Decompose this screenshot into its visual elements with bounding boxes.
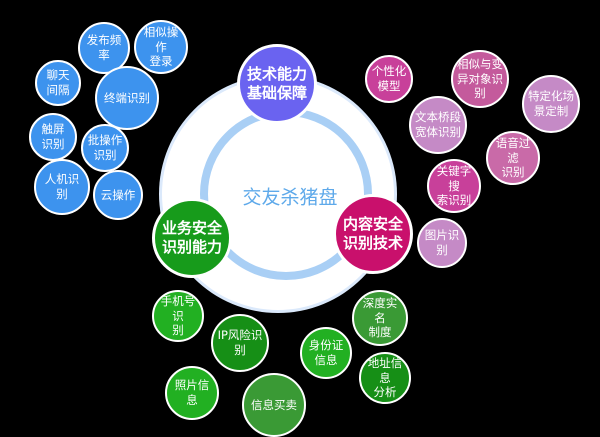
node-label: 批操作 (87, 133, 123, 148)
node-cloud-operation[interactable]: 云操作 (93, 170, 143, 220)
diagram-canvas: 交友杀猪盘 技术能力 基础保障 业务安全 识别能力 内容安全 识别技术 发布频率… (29, 20, 580, 437)
node-similar-variant-object[interactable]: 相似与变异对象识别 (451, 50, 509, 108)
node-label: 模型 (377, 79, 401, 93)
node-label: 间隔 (46, 83, 70, 97)
node-label: 识别 (93, 148, 117, 162)
node-label: 分析 (373, 385, 397, 400)
hub-business-line2: 识别能力 (161, 238, 222, 256)
node-label: 相似与变 (457, 56, 503, 71)
node-label: 率 (98, 48, 110, 62)
node-label: 别 (234, 343, 246, 357)
node-label: 照片信息 (174, 378, 210, 407)
hub-content-line2: 识别技术 (342, 234, 403, 252)
node-label: 识别 (501, 165, 525, 180)
node-photo-info[interactable]: 照片信息 (165, 366, 219, 420)
hub-tech-line1: 技术能力 (246, 64, 307, 83)
node-terminal-recognition[interactable]: 终端识别 (95, 66, 159, 130)
node-info-trading[interactable]: 信息买卖 (242, 373, 306, 437)
node-label: 触屏 (41, 122, 65, 137)
node-bot-detection[interactable]: 人机识别 (34, 159, 90, 215)
node-label: 异对象识 (457, 71, 503, 86)
node-label: 地址信息 (367, 355, 403, 385)
node-label: 深度实名 (362, 295, 398, 325)
node-label: 别 (56, 187, 68, 201)
node-scene-customization[interactable]: 特定化场景定制 (522, 75, 580, 133)
node-label: 个性化 (371, 64, 407, 79)
node-voice-filter[interactable]: 语音过滤识别 (486, 131, 540, 185)
node-phone-number[interactable]: 手机号识别 (152, 290, 204, 342)
node-image-recognition[interactable]: 图片识别 (417, 218, 467, 268)
node-label: 别 (172, 323, 184, 338)
node-label: 手机号识 (160, 293, 196, 323)
node-label: 人机识 (44, 172, 80, 187)
node-batch-operation[interactable]: 批操作识别 (81, 124, 129, 172)
center-title: 交友杀猪盘 (242, 186, 338, 209)
node-label: 身份证 (308, 338, 344, 353)
node-label: IP风险识 (217, 328, 263, 343)
node-label: 终端识别 (104, 90, 150, 105)
node-label: 宽体识别 (415, 125, 461, 139)
node-label: 文本桥段 (415, 110, 461, 125)
node-ip-risk[interactable]: IP风险识别 (211, 314, 269, 372)
node-label: 登录 (149, 54, 173, 69)
node-label: 景定制 (533, 104, 569, 118)
node-keyword-search[interactable]: 关键字搜索识别 (427, 159, 481, 213)
node-label: 制度 (368, 325, 392, 340)
node-similar-login[interactable]: 相似操作登录 (134, 20, 188, 74)
hub-business-line1: 业务安全 (161, 218, 222, 237)
node-label: 聊天 (46, 68, 70, 83)
node-label: 别 (474, 86, 486, 101)
node-label: 索识别 (436, 193, 472, 208)
node-label: 特定化场 (528, 89, 574, 104)
hub-tech-capability[interactable]: 技术能力 基础保障 (237, 44, 317, 124)
node-chat-interval[interactable]: 聊天间隔 (35, 60, 81, 106)
node-label: 相似操作 (143, 24, 179, 54)
node-publish-frequency[interactable]: 发布频率 (78, 22, 130, 74)
node-label: 识别 (41, 137, 65, 151)
node-real-name[interactable]: 深度实名制度 (352, 290, 408, 346)
node-label: 图片识别 (424, 228, 460, 257)
hub-content-security[interactable]: 内容安全 识别技术 (333, 194, 413, 274)
node-label: 关键字搜 (436, 163, 472, 193)
node-address-analysis[interactable]: 地址信息分析 (359, 352, 411, 404)
node-personalized-model[interactable]: 个性化模型 (365, 55, 413, 103)
node-label: 发布频 (86, 33, 122, 48)
node-label: 信息 (314, 353, 338, 367)
hub-tech-line2: 基础保障 (246, 84, 307, 102)
node-label: 云操作 (100, 187, 136, 202)
node-label: 语音过滤 (495, 135, 531, 165)
node-touch-recognition[interactable]: 触屏识别 (29, 113, 77, 161)
node-text-variant[interactable]: 文本桥段宽体识别 (409, 96, 467, 154)
hub-content-line1: 内容安全 (342, 214, 403, 233)
hub-business-security[interactable]: 业务安全 识别能力 (152, 198, 232, 278)
node-id-card[interactable]: 身份证信息 (300, 327, 352, 379)
